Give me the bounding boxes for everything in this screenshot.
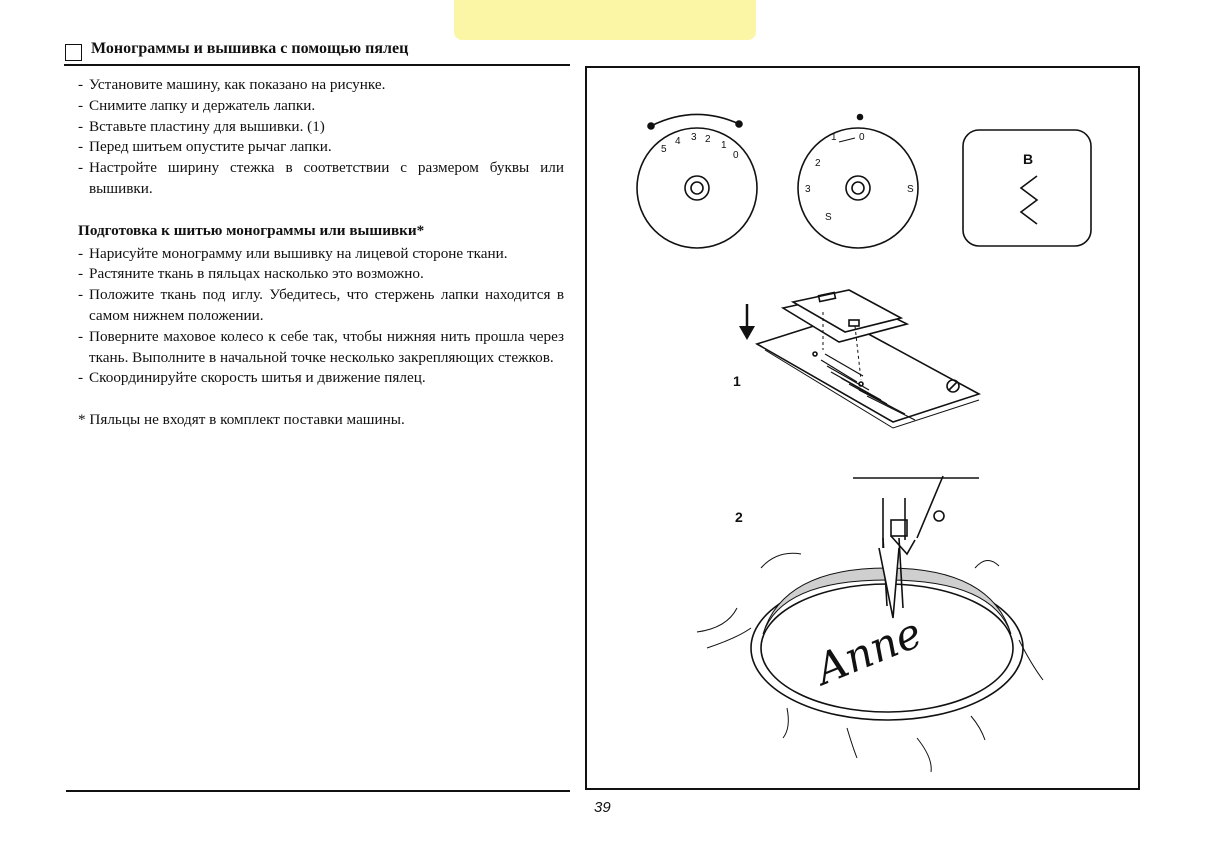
section-header: Монограммы и вышивка с помощью пялец [64, 40, 570, 70]
dial-label: 3 [805, 184, 811, 195]
illustration-frame: 5 4 3 2 1 0 1 0 2 3 S S [585, 66, 1140, 790]
list-item: -Скоординируйте скорость шитья и движени… [78, 369, 426, 387]
dial-label: S [907, 184, 914, 195]
list-item: -Вставьте пластину для вышивки. (1) [78, 117, 325, 135]
dial-label: 2 [815, 158, 821, 169]
stitch-width-labels: 5 4 3 2 1 0 [661, 132, 739, 161]
embroidery-hoop-illustration [696, 475, 1044, 773]
preparation-steps-list: -Нарисуйте монограмму или вышивку на лиц… [78, 244, 564, 390]
dial-label: 1 [831, 132, 837, 143]
header-divider [64, 64, 570, 66]
callout-number: 1 [733, 373, 741, 389]
footnote: * Пяльцы не входят в комплект поставки м… [78, 411, 405, 429]
preparation-heading: Подготовка к шитью монограммы или вышивк… [78, 221, 425, 239]
dial-label: 1 [721, 140, 727, 151]
illustration: 5 4 3 2 1 0 1 0 2 3 S S [636, 113, 1092, 773]
list-item: -Поверните маховое колесо к себе так, чт… [78, 327, 564, 366]
list-item: -Перед шитьем опустите рычаг лапки. [78, 138, 332, 156]
footer-divider [66, 790, 570, 792]
setup-steps-list: -Установите машину, как показано на рису… [78, 75, 564, 200]
dial-label: 2 [705, 134, 711, 145]
list-item: -Положите ткань под иглу. Убедитесь, что… [78, 286, 564, 324]
list-item: -Нарисуйте монограмму или вышивку на лиц… [78, 244, 508, 262]
callout-number: 2 [735, 509, 743, 525]
dial-label: 0 [733, 150, 739, 161]
stitch-length-dial [797, 113, 919, 249]
dial-label: 0 [859, 132, 865, 143]
dial-label: S [825, 212, 832, 223]
list-item: -Настройте ширину стежка в соответствии … [78, 159, 564, 197]
stitch-length-labels: 1 0 2 3 S S [805, 132, 914, 223]
list-item: -Растяните ткань в пяльцах насколько это… [78, 265, 424, 283]
dial-label: 3 [691, 132, 697, 143]
pattern-panel [962, 129, 1092, 247]
checkbox-icon [65, 44, 82, 61]
stitch-width-dial [636, 113, 758, 249]
page-tab-highlight [454, 0, 756, 40]
monogram-script: Anne [805, 608, 928, 696]
list-item: -Снимите лапку и держатель лапки. [78, 96, 316, 114]
dial-label: 5 [661, 144, 667, 155]
darning-plate-illustration [739, 289, 982, 429]
page-title: Монограммы и вышивка с помощью пялец [91, 40, 409, 57]
instructions-column: -Установите машину, как показано на рису… [78, 75, 564, 431]
dial-label: 4 [675, 136, 681, 147]
list-item: -Установите машину, как показано на рису… [78, 76, 386, 93]
panel-letter: B [1023, 151, 1033, 167]
page-number: 39 [594, 799, 611, 816]
